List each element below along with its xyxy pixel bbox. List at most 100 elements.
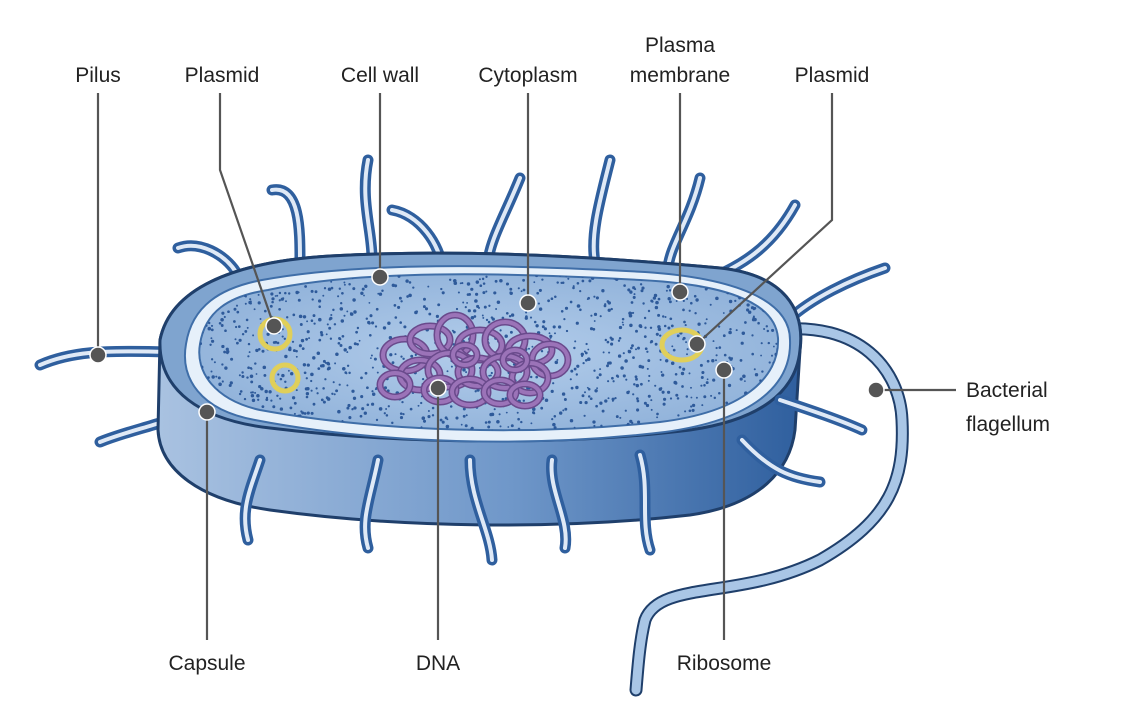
ribosome-dot	[464, 306, 467, 309]
label-pilus: Pilus	[75, 64, 121, 87]
ribosome-dot	[574, 340, 577, 343]
ribosome-dot	[322, 387, 325, 390]
ribosome-dot	[579, 400, 583, 405]
ribosome-dot	[655, 300, 659, 305]
ribosome-dot	[397, 305, 401, 309]
pili-front	[239, 394, 868, 566]
ribosome-dot	[593, 320, 596, 322]
ribosome-dot	[297, 291, 300, 294]
ribosome-dot	[238, 338, 242, 342]
ribosome-dot	[540, 349, 544, 353]
ribosome-dot	[528, 347, 530, 350]
ribosome-dot	[676, 334, 680, 338]
ribosome-dot	[553, 426, 557, 430]
ribosome-dot	[225, 347, 229, 351]
ribosome-dot	[227, 310, 230, 314]
ribosome-dot	[632, 311, 635, 314]
ribosome-dot	[258, 384, 262, 389]
ribosome-dot	[199, 274, 202, 278]
ribosome-dot	[341, 419, 344, 423]
ribosome-dot	[715, 296, 719, 301]
ribosome-dot	[319, 331, 323, 334]
ribosome-dot	[535, 324, 539, 328]
ribosome-dot	[729, 357, 733, 361]
ribosome-dot	[462, 407, 466, 411]
ribosome-dot	[610, 342, 614, 346]
ribosome-dot	[470, 315, 475, 320]
ribosome-dot	[253, 308, 256, 311]
pilus-highlight	[638, 453, 652, 552]
ribosome-dot	[221, 380, 224, 383]
ribosome-dot	[377, 292, 380, 295]
ribosome-dot	[301, 411, 305, 415]
ribosome-dot	[715, 354, 718, 357]
ribosome-dot	[499, 425, 502, 428]
ribosome-dot	[246, 326, 249, 329]
label-cytoplasm: Cytoplasm	[478, 64, 577, 87]
ribosome-dot	[210, 328, 214, 332]
ribosome-dot	[427, 410, 430, 412]
ribosome-dot	[441, 420, 445, 424]
ribosome-dot	[742, 374, 746, 379]
ribosome-dot	[690, 301, 693, 305]
ribosome-dot	[462, 301, 465, 304]
ribosome-dot	[339, 344, 343, 347]
ribosome-dot	[653, 293, 658, 298]
plasma-membrane-pointer	[671, 283, 689, 301]
ribosome-dot	[607, 397, 610, 400]
ribosome-dot	[589, 327, 594, 331]
ribosome-dot	[312, 314, 316, 318]
ribosome-dot	[541, 278, 544, 281]
ribosome-dot	[207, 326, 212, 331]
ribosome-dot	[318, 299, 322, 303]
ribosome-dot	[393, 304, 397, 307]
ribosome-dot	[482, 316, 485, 319]
ribosome-dot	[287, 369, 290, 372]
ribosome-dot	[286, 316, 289, 319]
ribosome-dot	[623, 284, 626, 287]
ribosome-dot	[712, 378, 716, 382]
ribosome-dot	[650, 299, 654, 303]
ribosome-dot	[485, 318, 489, 322]
ribosome-dot	[210, 324, 214, 327]
ribosome-dot	[552, 325, 556, 329]
ribosome-dot	[221, 311, 225, 315]
ribosome-dot	[751, 334, 754, 337]
ribosome-dot	[630, 301, 634, 304]
ribosome-dot	[256, 394, 260, 398]
ribosome-dot	[218, 321, 222, 325]
ribosome-dot	[311, 298, 314, 301]
ribosome-dot	[276, 394, 279, 398]
ribosome-dot	[529, 316, 533, 319]
ribosome-dot	[244, 329, 248, 333]
ribosome-dot	[746, 308, 750, 312]
ribosome-dot	[331, 392, 334, 395]
ribosome-dot	[453, 279, 457, 283]
ribosome-dot	[694, 312, 697, 315]
ribosome-dot	[505, 282, 510, 286]
ribosome-dot	[656, 416, 659, 419]
ribosome-dot	[260, 387, 264, 391]
ribosome-dot	[238, 374, 241, 377]
ribosome-dot	[348, 283, 351, 286]
ribosome-dot	[659, 334, 662, 337]
ribosome-dot	[485, 290, 488, 293]
ribosome-dot	[641, 286, 645, 290]
dna-nucleoid	[376, 311, 572, 410]
ribosome-dot	[346, 364, 350, 367]
ribosome-dot	[335, 352, 339, 356]
label-cell-wall: Cell wall	[341, 64, 419, 87]
ribosome-dot	[654, 384, 657, 387]
ribosome-dot	[399, 412, 403, 415]
dna-loop-highlight	[422, 376, 458, 404]
ribosome-dot	[356, 326, 360, 330]
ribosome-dot	[400, 355, 403, 358]
cytoplasm-pointer	[519, 294, 537, 312]
ribosome-dot	[537, 302, 540, 305]
pilus-highlight	[549, 458, 568, 550]
ribosome-dot	[245, 318, 249, 322]
ribosome-dot	[199, 279, 203, 283]
ribosome-dot	[763, 327, 766, 331]
ribosome-dot	[414, 353, 417, 357]
